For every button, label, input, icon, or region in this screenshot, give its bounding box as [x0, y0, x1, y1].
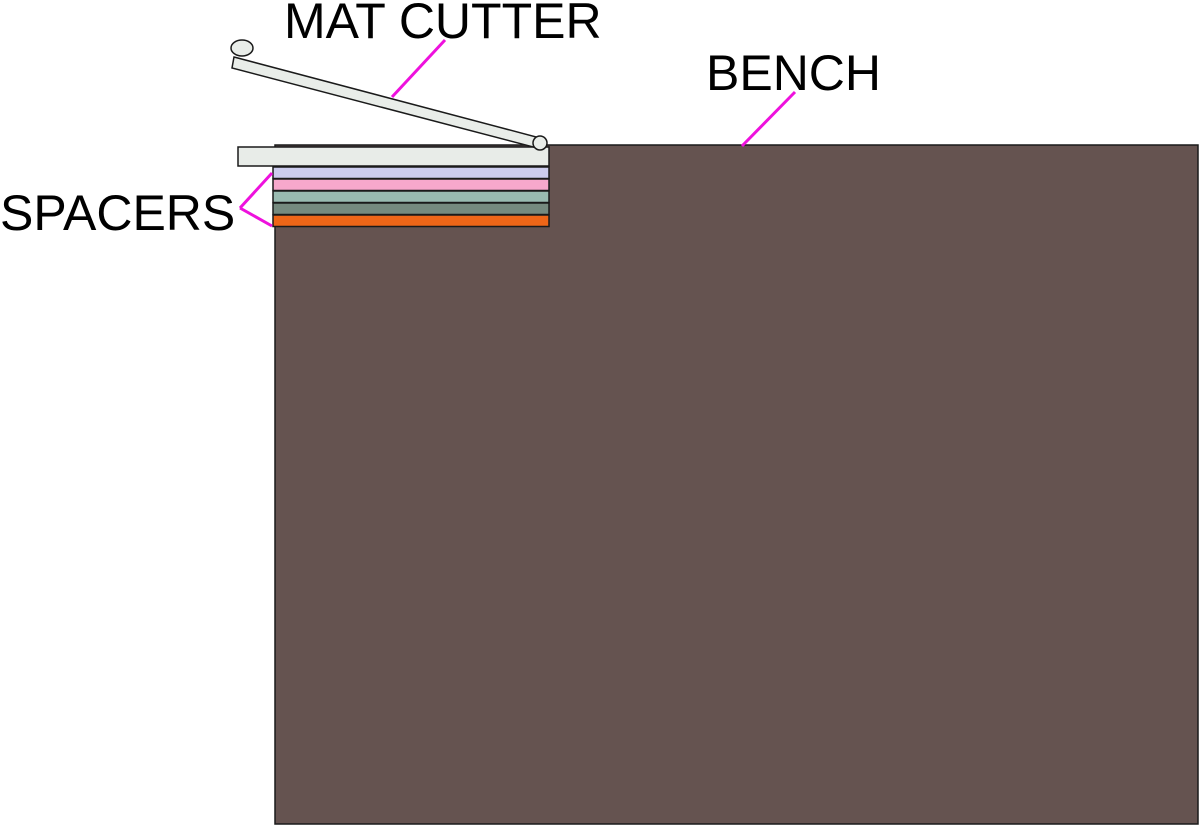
spacers-label: SPACERS: [0, 185, 235, 241]
spacer-5: [272, 214, 550, 228]
spacer-stack: [272, 166, 550, 228]
leader-lines: [238, 38, 797, 228]
cutter-arm-bar: [231, 56, 541, 149]
bench-block: [274, 144, 1199, 825]
mat-cutter-base: [237, 146, 550, 167]
bench-label: BENCH: [706, 45, 881, 101]
mat-cutter-label: MAT CUTTER: [284, 0, 602, 49]
cutter-pivot: [532, 135, 548, 151]
spacer-1: [272, 166, 550, 180]
mat-cutter-leader: [390, 38, 447, 99]
mat-cutter-arm: [230, 39, 548, 151]
spacer-3: [272, 190, 550, 204]
bench-leader: [740, 90, 797, 148]
spacers-leader-upper: [238, 171, 274, 210]
spacer-2: [272, 178, 550, 192]
cutter-handle-knob: [230, 39, 254, 57]
spacers-leader-lower: [239, 206, 273, 228]
spacer-4: [272, 202, 550, 216]
